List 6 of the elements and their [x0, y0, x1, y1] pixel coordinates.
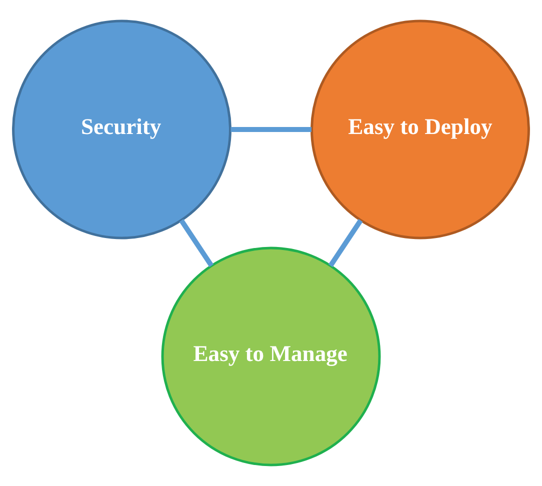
connector [328, 219, 363, 268]
node-circle: Easy to Deploy [310, 20, 530, 240]
node-circle: Easy to Manage [161, 246, 381, 466]
connector [230, 127, 312, 132]
connector [179, 219, 214, 268]
node-circle: Security [12, 20, 232, 240]
